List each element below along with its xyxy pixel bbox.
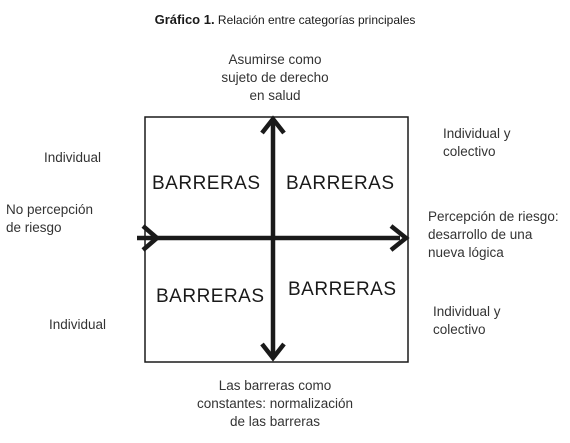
- side-label-bottom-right-line: Individual y: [433, 304, 501, 319]
- side-label-bottom-left-text: Individual: [49, 317, 107, 332]
- left-axis-label-line: No percepción: [6, 202, 94, 217]
- quadrant-bottom-left-label: BARRERAS: [156, 286, 265, 307]
- side-label-bottom-right: Individual y colectivo: [433, 303, 501, 339]
- quadrant-bottom-right-label: BARRERAS: [288, 279, 397, 300]
- top-axis-label-line: en salud: [249, 88, 301, 103]
- right-arrowhead: [389, 224, 410, 252]
- left-arrowhead: [141, 224, 161, 252]
- quadrant-top-right-label: BARRERAS: [286, 173, 395, 194]
- side-label-top-right-line: colectivo: [443, 144, 496, 159]
- side-label-top-left: Individual: [44, 149, 101, 167]
- bottom-axis-label-line: constantes: normalización: [196, 396, 354, 411]
- bottom-axis-label-line: Las barreras como: [218, 378, 332, 393]
- right-axis-label: Percepción de riesgo: desarrollo de una …: [428, 208, 559, 262]
- quadrant-top-left-label: BARRERAS: [152, 173, 261, 194]
- right-axis-label-line: Percepción de riesgo:: [428, 209, 559, 224]
- top-axis-label: Asumirse como sujeto de derecho en salud: [200, 51, 350, 105]
- top-axis-label-line: Asumirse como: [228, 52, 322, 67]
- left-axis-label-line: de riesgo: [6, 220, 62, 235]
- figure-caption: Gráfico 1. Relación entre categorías pri…: [0, 12, 570, 27]
- bottom-axis-label-line: de las barreras: [229, 414, 321, 429]
- side-label-top-right: Individual y colectivo: [443, 125, 511, 161]
- down-arrowhead: [260, 342, 286, 362]
- figure-number: Gráfico 1.: [154, 12, 215, 27]
- figure-title: Relación entre categorías principales: [217, 13, 416, 27]
- side-label-top-right-line: Individual y: [443, 126, 511, 141]
- side-label-bottom-right-line: colectivo: [433, 322, 486, 337]
- bottom-axis-label: Las barreras como constantes: normalizac…: [170, 377, 380, 431]
- right-axis-label-line: desarrollo de una: [428, 227, 533, 242]
- side-label-top-left-text: Individual: [44, 150, 102, 165]
- left-axis-label: No percepción de riesgo: [6, 201, 93, 237]
- right-axis-label-line: nueva lógica: [428, 245, 504, 260]
- top-axis-label-line: sujeto de derecho: [221, 70, 329, 85]
- up-arrowhead: [260, 115, 286, 135]
- side-label-bottom-left: Individual: [49, 316, 106, 334]
